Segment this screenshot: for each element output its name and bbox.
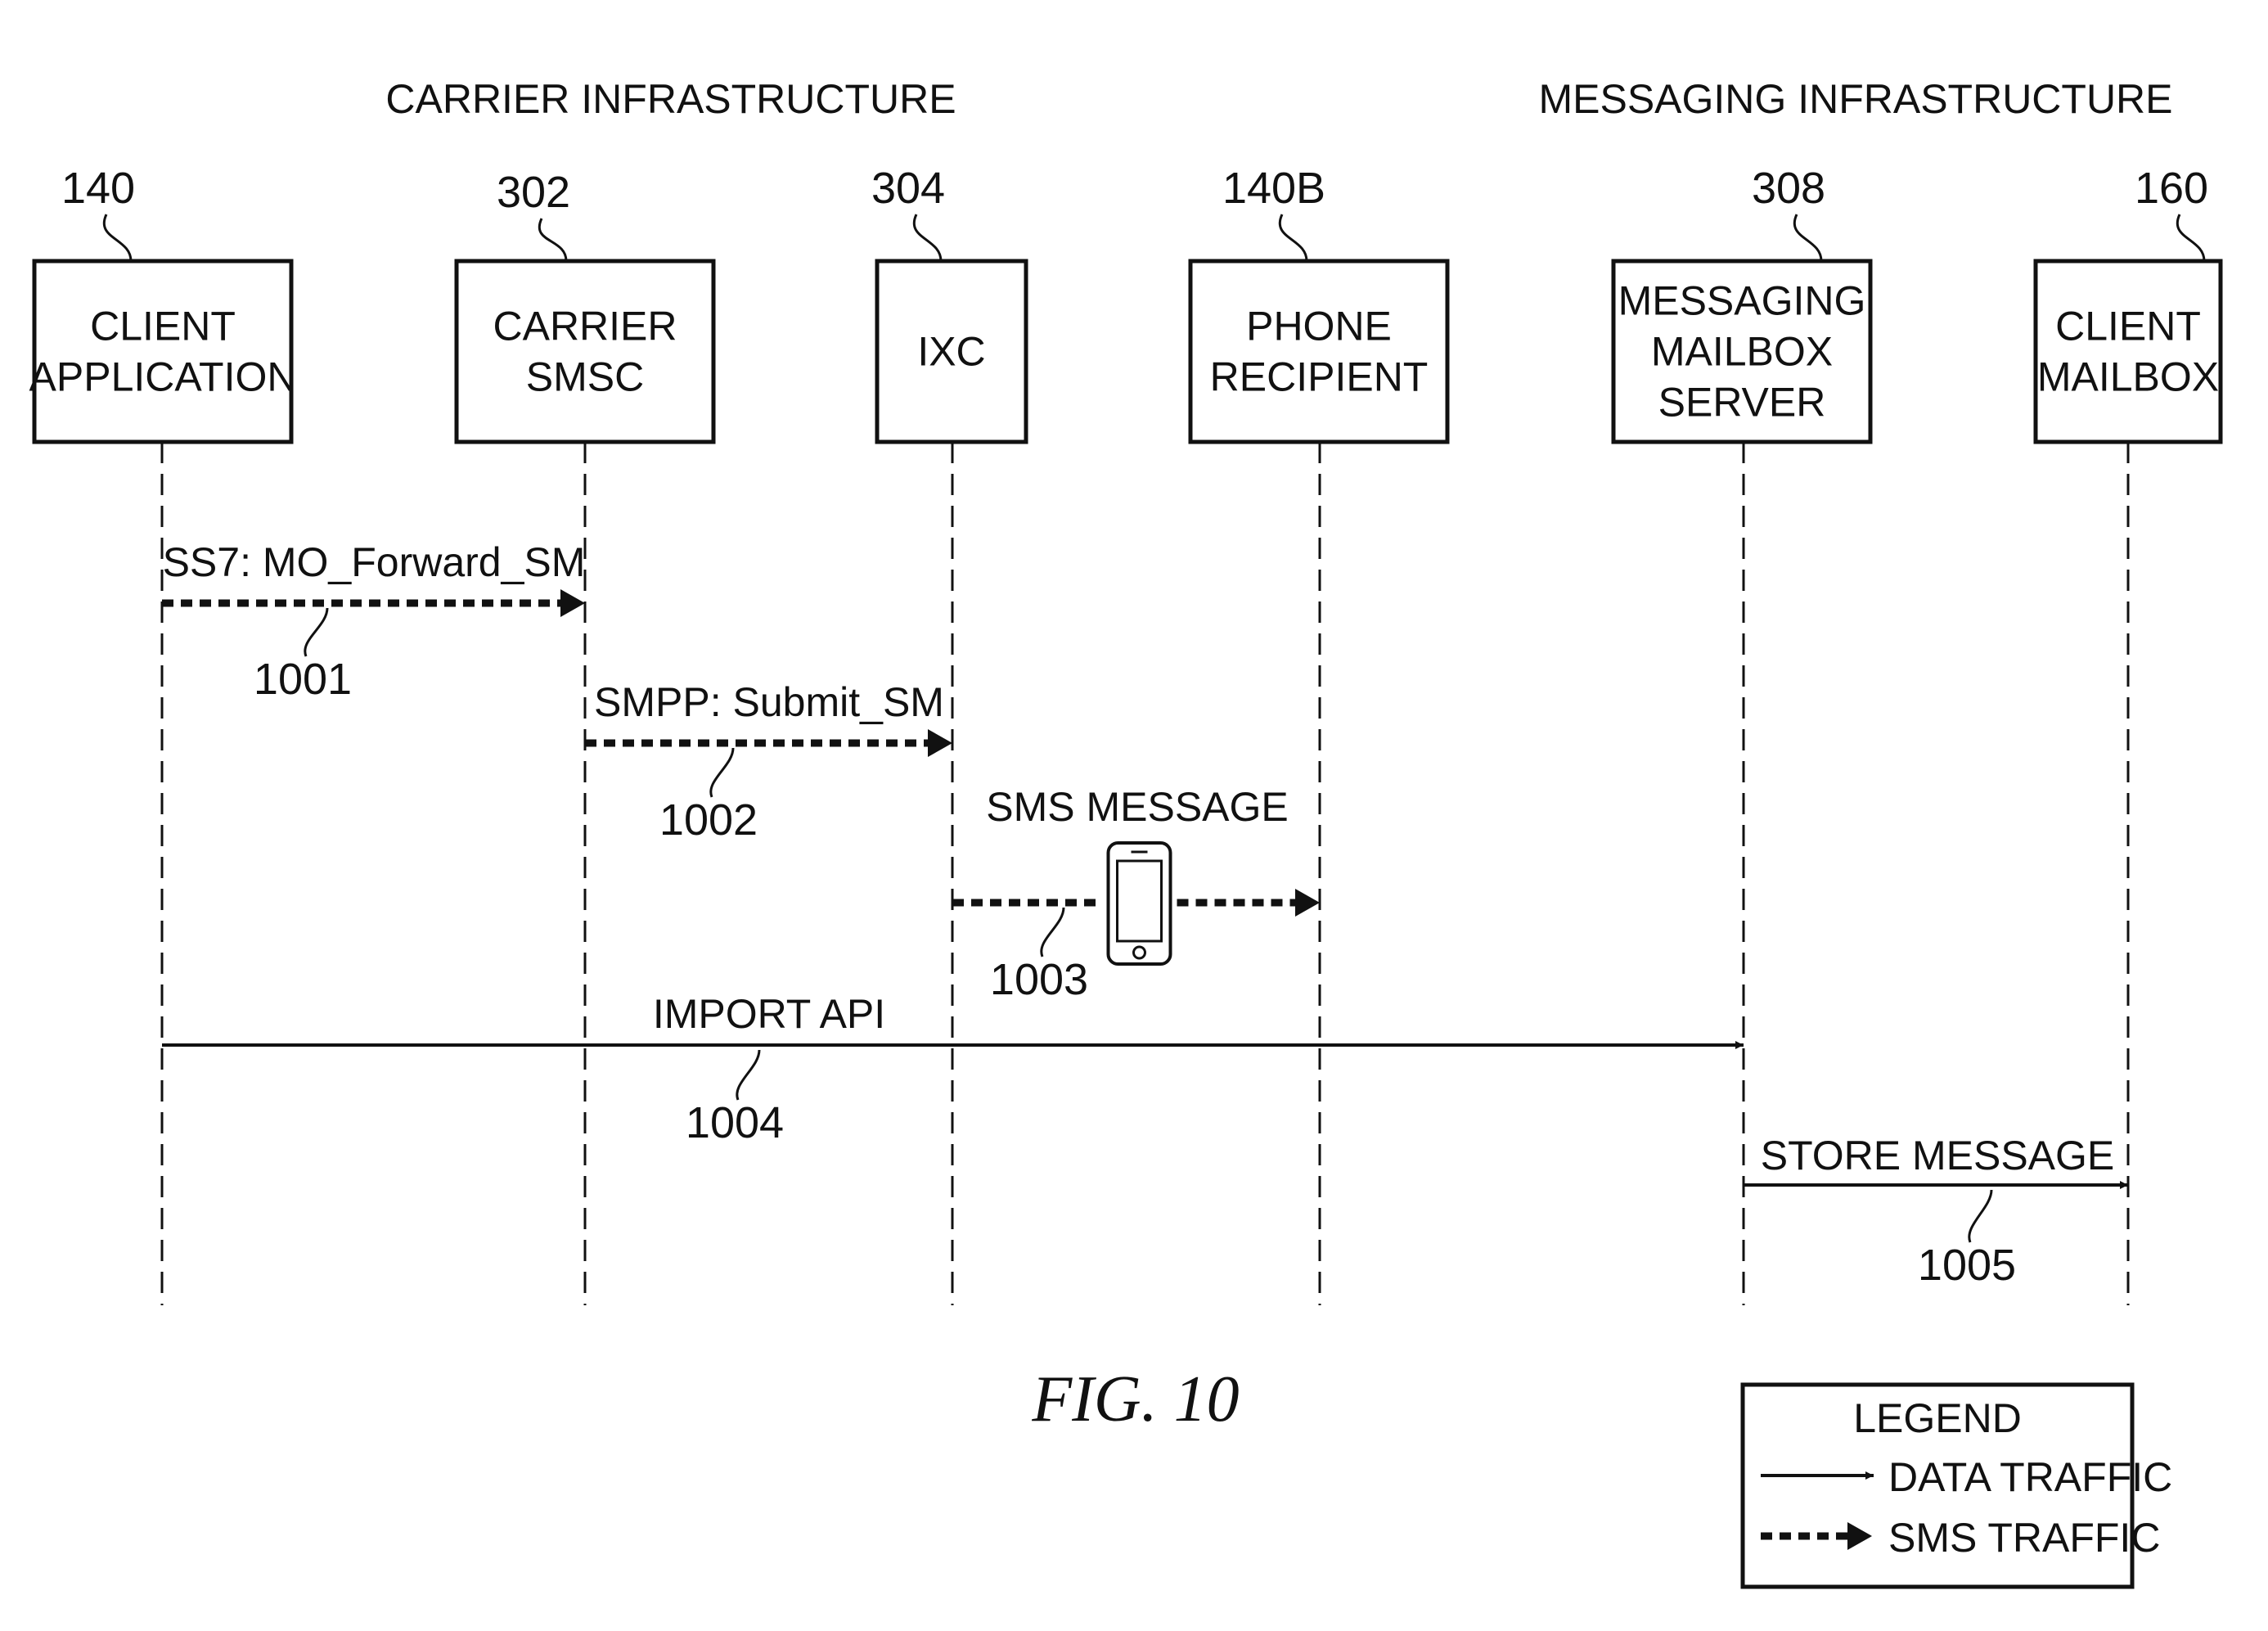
ref-leader-line — [1042, 908, 1064, 957]
legend: LEGEND DATA TRAFFIC SMS TRAFFIC — [1743, 1385, 2172, 1587]
message-ref-number: 1003 — [990, 955, 1088, 1004]
ref-leader-line — [104, 214, 131, 261]
message-1002: SMPP: Submit_SM 1002 — [585, 679, 952, 845]
legend-title: LEGEND — [1853, 1395, 2022, 1441]
ref-leader-line — [2177, 214, 2204, 261]
entity-ref-number: 160 — [2135, 164, 2208, 213]
entity-label: RECIPIENT — [1210, 354, 1429, 400]
entity-ixc: IXC 304 — [871, 164, 1026, 442]
entity-box — [1190, 261, 1447, 442]
ref-leader-line — [737, 1050, 759, 1100]
message-1005: STORE MESSAGE 1005 — [1744, 1133, 2128, 1290]
message-ref-number: 1004 — [686, 1098, 784, 1147]
ref-leader-line — [1794, 214, 1821, 261]
entity-label: CLIENT — [90, 304, 236, 349]
message-ref-number: 1005 — [1918, 1241, 2016, 1290]
entity-phone-recipient: PHONE RECIPIENT 140B — [1190, 164, 1447, 442]
legend-sms-arrowhead — [1847, 1522, 1872, 1550]
entity-label: MAILBOX — [1651, 329, 1833, 375]
entity-label: CARRIER — [493, 304, 677, 349]
figure-label: FIG. 10 — [1031, 1363, 1239, 1435]
message-1001: SS7: MO_Forward_SM 1001 — [162, 539, 585, 704]
entity-ref-number: 140B — [1222, 164, 1325, 213]
message-ref-number: 1001 — [254, 655, 352, 704]
entity-label: IXC — [917, 329, 985, 375]
message-1003: SMS MESSAGE 1003 — [952, 784, 1320, 1004]
carrier-infrastructure-heading: CARRIER INFRASTRUCTURE — [385, 76, 956, 122]
message-label: IMPORT API — [653, 991, 885, 1037]
smartphone-icon — [1109, 843, 1171, 964]
ref-leader-line — [711, 748, 733, 797]
legend-data-traffic: DATA TRAFFIC — [1888, 1454, 2172, 1500]
entity-ref-number: 140 — [61, 164, 135, 213]
entity-ref-number: 304 — [871, 164, 945, 213]
messages: SS7: MO_Forward_SM 1001 SMPP: Submit_SM 100… — [162, 539, 2128, 1290]
message-label: SS7: MO_Forward_SM — [163, 539, 586, 585]
entity-label: PHONE — [1246, 304, 1392, 349]
message-label: SMS MESSAGE — [986, 784, 1289, 830]
message-label: SMPP: Submit_SM — [594, 679, 944, 725]
entity-box — [457, 261, 713, 442]
entity-carrier-smsc: CARRIER SMSC 302 — [457, 168, 713, 442]
message-label: STORE MESSAGE — [1761, 1133, 2115, 1178]
entity-ref-number: 308 — [1752, 164, 1825, 213]
entity-label: SMSC — [526, 354, 644, 400]
entity-box — [2036, 261, 2221, 442]
entity-box — [34, 261, 291, 442]
entity-client-mailbox: CLIENT MAILBOX 160 — [2036, 164, 2221, 442]
legend-sms-traffic: SMS TRAFFIC — [1888, 1515, 2160, 1561]
ref-leader-line — [914, 214, 941, 261]
ref-leader-line — [1280, 214, 1307, 261]
entity-label: SERVER — [1658, 380, 1826, 426]
sms-arrowhead — [1295, 889, 1320, 917]
entity-client-application: CLIENT APPLICATION 140 — [29, 164, 297, 442]
message-ref-number: 1002 — [659, 795, 758, 845]
sms-arrowhead — [560, 589, 585, 617]
sms-arrowhead — [928, 729, 952, 757]
entity-messaging-mailbox-server: MESSAGING MAILBOX SERVER 308 — [1613, 164, 1870, 442]
entity-label: CLIENT — [2055, 304, 2201, 349]
ref-leader-line — [305, 608, 327, 656]
entities: CLIENT APPLICATION 140CARRIER SMSC 302IXC 304… — [29, 164, 2221, 442]
entity-label: APPLICATION — [29, 354, 297, 400]
ref-leader-line — [539, 219, 566, 261]
entity-label: MAILBOX — [2037, 354, 2219, 400]
entity-label: MESSAGING — [1618, 278, 1866, 324]
messaging-infrastructure-heading: MESSAGING INFRASTRUCTURE — [1538, 76, 2172, 122]
ref-leader-line — [1969, 1190, 1991, 1242]
entity-ref-number: 302 — [497, 168, 570, 217]
